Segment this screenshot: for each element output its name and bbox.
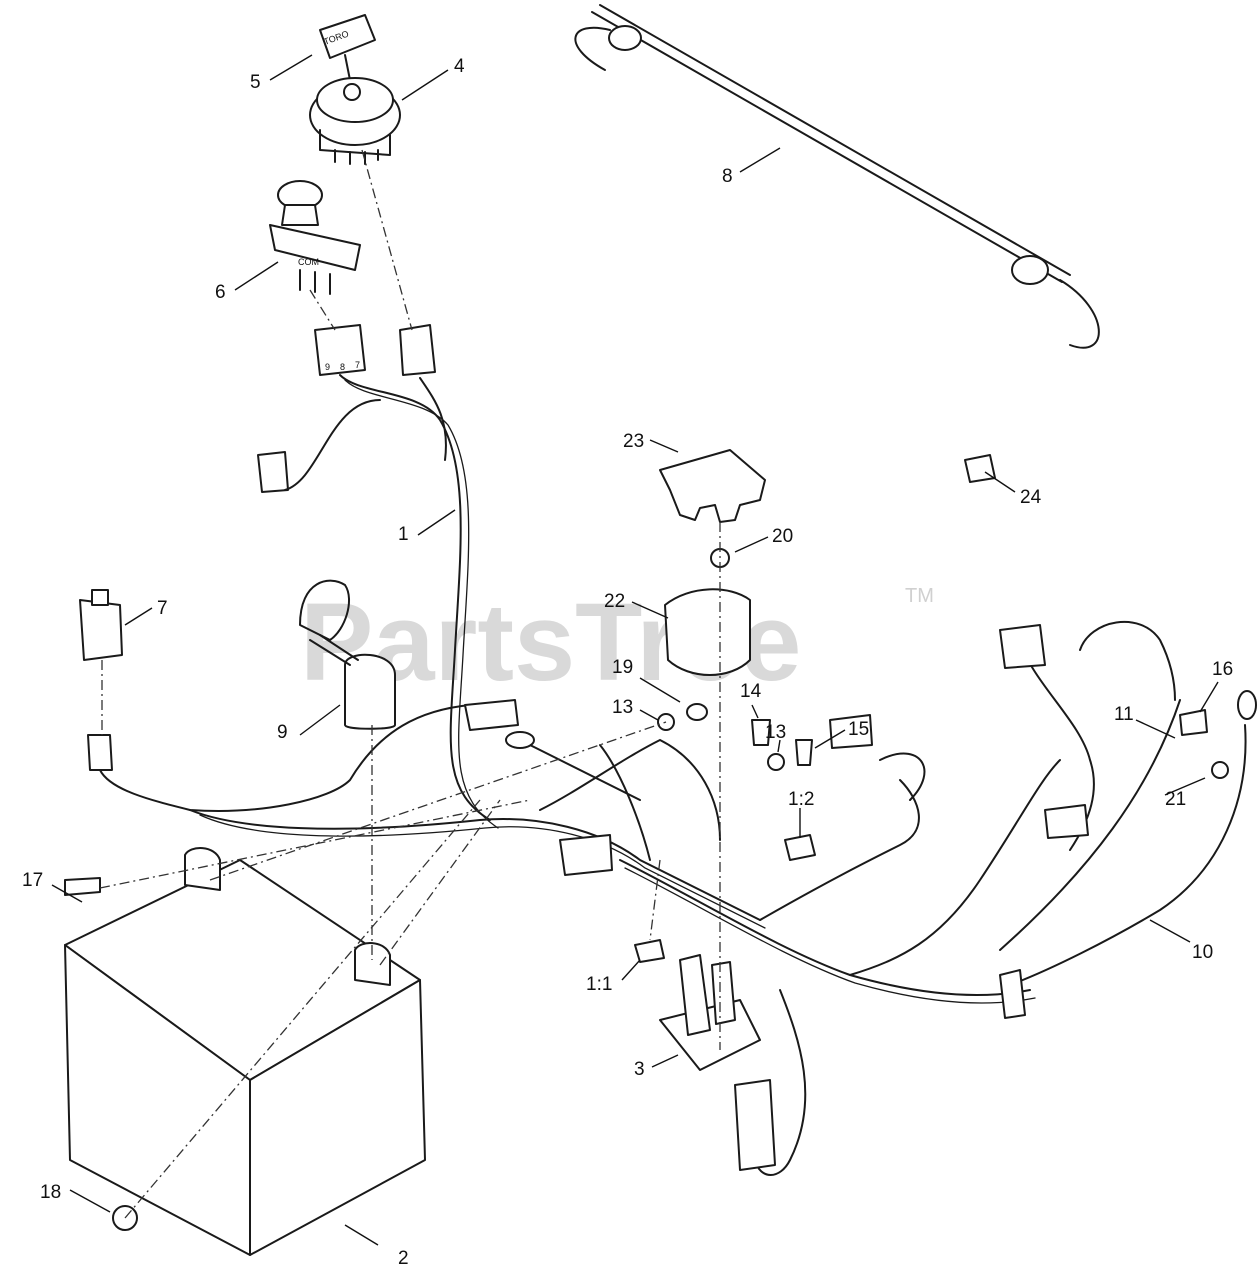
rod-part bbox=[574, 4, 1100, 349]
callout-13b: 13 bbox=[765, 722, 786, 743]
callout-6: 6 bbox=[215, 282, 226, 303]
callout-3: 3 bbox=[634, 1059, 645, 1080]
callout-labels: 1 2 3 4 5 6 7 8 9 10 11 13 13 14 15 16 1… bbox=[22, 56, 1233, 1269]
pto-switch-label: COM bbox=[298, 257, 319, 267]
callout-4: 4 bbox=[454, 56, 465, 77]
callout-1: 1 bbox=[398, 524, 409, 545]
harness-connectors bbox=[464, 624, 1089, 1171]
ignition-key: TORO bbox=[319, 14, 376, 81]
starter-solenoid bbox=[659, 954, 761, 1071]
callout-24: 24 bbox=[1020, 487, 1042, 508]
main-wire-harness bbox=[99, 374, 1247, 1176]
assembly-lines bbox=[99, 149, 721, 1219]
bolt-16 bbox=[1179, 709, 1208, 736]
callout-18: 18 bbox=[40, 1182, 61, 1203]
callout-1-2: 1:2 bbox=[788, 789, 814, 810]
pin-8: 8 bbox=[340, 362, 345, 372]
pin-9: 9 bbox=[325, 362, 330, 372]
callout-20: 20 bbox=[772, 526, 793, 547]
wing-nut-19 bbox=[686, 703, 708, 721]
callout-16: 16 bbox=[1212, 659, 1233, 680]
pto-switch: COM bbox=[269, 180, 361, 295]
callout-10: 10 bbox=[1192, 942, 1213, 963]
callout-23: 23 bbox=[623, 431, 644, 452]
callout-5: 5 bbox=[250, 72, 261, 93]
terminal-boot bbox=[659, 449, 766, 676]
battery bbox=[64, 847, 426, 1256]
screw-15 bbox=[795, 739, 813, 766]
callout-7: 7 bbox=[157, 598, 168, 619]
callout-21: 21 bbox=[1165, 789, 1186, 810]
callout-2: 2 bbox=[398, 1248, 409, 1269]
fuses bbox=[634, 834, 816, 963]
bolt-14 bbox=[751, 719, 771, 746]
washer-21 bbox=[1211, 761, 1229, 779]
callout-15: 15 bbox=[848, 719, 869, 740]
callout-17: 17 bbox=[22, 870, 43, 891]
terminal-21 bbox=[1237, 690, 1257, 720]
callout-8: 8 bbox=[722, 166, 733, 187]
switch-connectors: 9 8 7 bbox=[257, 324, 436, 493]
leader-lines bbox=[51, 54, 1219, 1246]
relay-part bbox=[79, 589, 123, 771]
callout-13a: 13 bbox=[612, 697, 633, 718]
watermark-trademark: TM bbox=[905, 585, 934, 607]
seat-switch bbox=[299, 579, 396, 730]
callout-9: 9 bbox=[277, 722, 288, 743]
callout-19: 19 bbox=[612, 657, 633, 678]
callout-14: 14 bbox=[740, 681, 762, 702]
pin-7: 7 bbox=[355, 360, 360, 370]
callout-22: 22 bbox=[604, 591, 625, 612]
ignition-switch bbox=[309, 77, 401, 165]
bolt-17 bbox=[64, 877, 101, 896]
callout-11: 11 bbox=[1114, 704, 1134, 725]
callout-1-1: 1:1 bbox=[586, 974, 612, 995]
washer-13b bbox=[767, 753, 785, 771]
clip-part bbox=[964, 454, 996, 483]
